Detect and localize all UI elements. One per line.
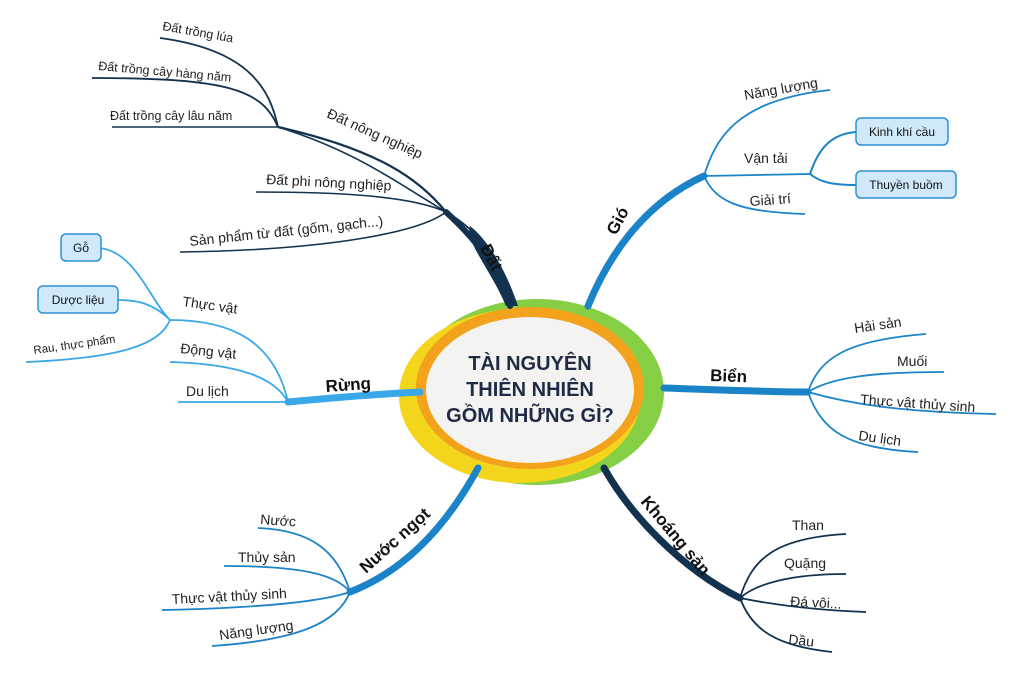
branch-khoang-san: Khoáng sản Than Quặng Đá vôi... Dầu [600, 464, 867, 653]
rung-go-box: Gỗ [60, 233, 102, 262]
dat-san-pham-link [179, 211, 447, 253]
center-title-line-2: THIÊN NHIÊN [466, 377, 594, 401]
rung-rau-link [25, 319, 171, 363]
bien-du-lich-link [807, 391, 919, 453]
center-node: TÀI NGUYÊN THIÊN NHIÊN GỒM NHỮNG GÌ? [399, 299, 664, 485]
bien-trunk [660, 384, 812, 396]
gio-thuyen-buom-box: Thuyền buồm [855, 170, 957, 199]
rung-dong-vat-link [169, 361, 289, 403]
dat-cay-hang-nam-link [91, 77, 279, 128]
nuoc-ngot-nang-luong-link [211, 591, 351, 647]
branch-rung: Rừng Thực vật Động vật Du lịch Gỗ Dược l… [25, 233, 424, 406]
khoang-san-quang-label: Quặng [784, 555, 826, 571]
center-title-line-3: GỒM NHỮNG GÌ? [446, 403, 614, 427]
center-title-line-1: TÀI NGUYÊN [468, 351, 591, 375]
dat-cay-hang-nam-label: Đất trồng cây hàng năm [98, 59, 232, 85]
bien-thuc-vat-label: Thực vật thủy sinh [860, 391, 976, 415]
bien-du-lich-label: Du lịch [858, 427, 903, 449]
dat-trong-lua-label: Đất trồng lúa [161, 19, 234, 45]
gio-trunk [584, 172, 708, 310]
branch-bien: Biển Hải sản Muối Thực vật thủy sinh Du … [660, 314, 997, 453]
dat-phi-nong-nghiep-label: Đất phi nông nghiệp [266, 171, 392, 194]
bien-muoi-link [807, 371, 945, 393]
gio-giai-tri-link [703, 175, 806, 215]
rung-thuc-vat-link [169, 319, 289, 403]
rung-thuc-vat-label: Thực vật [182, 293, 239, 317]
rung-go-label: Gỗ [73, 240, 89, 255]
khoang-san-dau-label: Dầu [788, 631, 815, 650]
rung-label: Rừng [325, 374, 372, 396]
dat-trunk-stroke [443, 209, 513, 309]
nuoc-ngot-nuoc-link [257, 527, 351, 593]
gio-thuyen-buom-link [809, 173, 857, 186]
dat-cay-lau-nam-label: Đất trồng cây lâu năm [110, 109, 232, 123]
bien-hai-san-link [807, 333, 927, 393]
rung-dong-vat-label: Động vật [180, 340, 238, 362]
dat-trong-lua-link [159, 37, 279, 128]
gio-giai-tri-label: Giải trí [749, 190, 791, 209]
rung-duoc-lieu-link [117, 299, 171, 321]
rung-duoc-lieu-label: Dược liệu [52, 293, 105, 307]
gio-khi-cau-box: Kinh khí cầu [855, 117, 949, 146]
nuoc-ngot-thuc-vat-link [161, 591, 351, 611]
khoang-san-than-label: Than [792, 517, 824, 533]
khoang-san-trunk [600, 464, 744, 602]
nuoc-ngot-nuoc-label: Nước [260, 511, 297, 529]
gio-khi-cau-link [809, 131, 857, 175]
dat-san-pham-label: Sản phẩm từ đất (gốm, gạch...) [189, 213, 384, 249]
center-core [426, 317, 634, 463]
rung-rau-label: Rau, thực phẩm [33, 334, 116, 357]
dat-nong-nghiep-label: Đất nông nghiệp [325, 105, 426, 161]
rung-du-lich-label: Du lịch [186, 383, 229, 399]
rung-trunk [284, 388, 424, 406]
dat-nong-nghiep-link [277, 125, 447, 213]
khoang-san-dau-link [739, 597, 833, 653]
gio-khi-cau-label: Kinh khí cầu [869, 125, 935, 139]
khoang-san-quang-link [739, 573, 847, 599]
bien-thuc-vat-link [807, 391, 997, 415]
khoang-san-than-link [739, 533, 847, 599]
branch-dat: Đất Đất nông nghiệp Đất trồng lúa Đất tr… [91, 19, 518, 309]
nuoc-ngot-trunk [346, 464, 482, 596]
rung-duoc-lieu-box: Dược liệu [37, 285, 119, 314]
dat-phi-nong-nghiep-link [255, 191, 447, 213]
bien-hai-san-label: Hải sản [853, 314, 902, 336]
gio-van-tai-link [703, 173, 811, 177]
khoang-san-label: Khoáng sản [637, 492, 714, 579]
gio-thuyen-buom-label: Thuyền buồm [869, 178, 942, 192]
gio-nang-luong-link [703, 89, 831, 177]
branch-gio: Gió Năng lượng Vận tải Giải trí Kinh khí… [584, 74, 957, 310]
bien-label: Biển [710, 366, 747, 386]
khoang-san-da-voi-label: Đá vôi... [790, 593, 842, 612]
gio-van-tai-label: Vận tải [744, 150, 788, 166]
nuoc-ngot-thuy-san-label: Thủy sản [238, 549, 296, 565]
bien-muoi-label: Muối [897, 353, 927, 369]
branch-nuoc-ngot: Nước ngọt Nước Thủy sản Thực vật thủy si… [161, 464, 482, 647]
khoang-san-da-voi-link [739, 597, 867, 613]
nuoc-ngot-thuc-vat-label: Thực vật thủy sinh [171, 585, 287, 607]
nuoc-ngot-nang-luong-label: Năng lượng [218, 617, 294, 643]
rung-go-link [99, 247, 171, 321]
nuoc-ngot-thuy-san-link [223, 565, 351, 593]
